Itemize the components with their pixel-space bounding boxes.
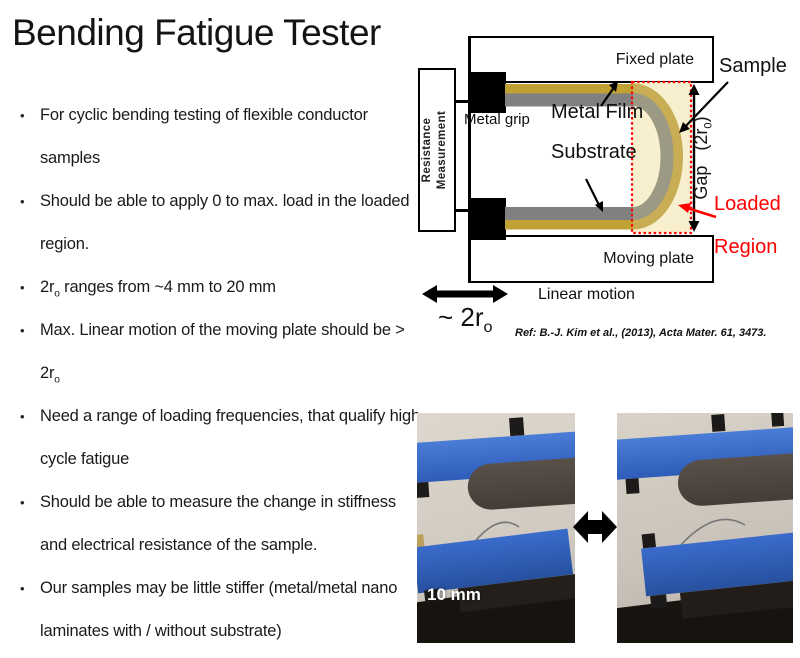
moving-plate-label: Moving plate	[603, 250, 694, 267]
bottom-plate-assembly	[640, 524, 793, 638]
wire-bottom	[455, 209, 469, 212]
plate-foot	[650, 594, 668, 609]
clamp-knob	[641, 533, 657, 549]
frame-line	[468, 36, 471, 283]
device-photo-left: 10 mm	[417, 413, 575, 643]
bottom-plate-assembly	[417, 523, 575, 633]
substrate-strip-bottom	[505, 207, 635, 220]
loaded-region-label: Loaded Region	[714, 193, 781, 258]
list-item: Our samples may be little stiffer (metal…	[16, 567, 420, 653]
clamp-knob	[770, 413, 785, 427]
linear-motion-label: Linear motion	[538, 286, 635, 303]
list-item: Should be able to measure the change in …	[16, 481, 420, 567]
metal-film-strip-top	[505, 84, 635, 94]
linear-motion-arrow	[422, 285, 508, 303]
reference-citation: Ref: B.-J. Kim et al., (2013), Acta Mate…	[515, 327, 767, 339]
list-item: Max. Linear motion of the moving plate s…	[16, 309, 420, 395]
metal-film-label: Metal Film	[551, 101, 644, 123]
foam-roller	[676, 451, 793, 508]
list-item: Should be able to apply 0 to max. load i…	[16, 180, 420, 266]
top-plate-assembly	[417, 417, 575, 530]
requirements-list: For cyclic bending testing of flexible c…	[16, 94, 420, 653]
substrate-label: Substrate	[551, 141, 637, 163]
substrate-arrow	[585, 178, 603, 212]
moving-plate: Moving plate	[469, 235, 714, 283]
list-item: Need a range of loading frequencies, tha…	[16, 395, 420, 481]
metal-grip-top	[470, 72, 506, 113]
scale-label: 10 mm	[427, 585, 481, 604]
list-item: For cyclic bending testing of flexible c…	[16, 94, 420, 180]
metal-film-strip-bottom	[505, 220, 635, 230]
clamp-knob	[509, 417, 525, 437]
wire-top	[455, 100, 469, 103]
page-title: Bending Fatigue Tester	[12, 12, 381, 53]
resistance-measurement-label: Resistance Measurement	[421, 110, 448, 190]
sample-label: Sample	[719, 55, 787, 77]
motion-double-arrow	[573, 511, 617, 543]
grip-screw	[417, 482, 430, 498]
fixed-plate-label: Fixed plate	[615, 50, 694, 68]
metal-grip-label: Metal grip	[464, 111, 530, 128]
device-photo-right	[617, 413, 793, 643]
top-plate-assembly	[617, 413, 793, 525]
clamp-knob	[711, 414, 726, 432]
foam-roller	[466, 456, 575, 512]
metal-grip-bottom	[470, 198, 506, 240]
resistance-measurement-box	[418, 68, 456, 232]
grip-screw	[625, 478, 640, 495]
fixed-plate: Fixed plate	[469, 36, 714, 83]
list-item: 2ro ranges from ~4 mm to 20 mm	[16, 266, 420, 309]
stroke-length-label: ~ 2ro	[438, 302, 493, 337]
